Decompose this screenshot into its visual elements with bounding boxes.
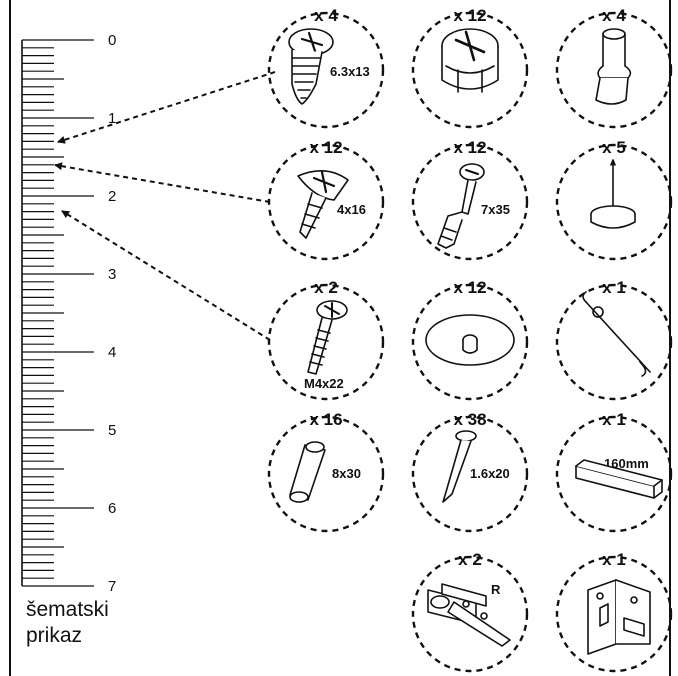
hinge-quantity: x 2 (458, 550, 482, 569)
cover-cap-icon (425, 314, 515, 366)
wooden-dowel-frame (267, 415, 385, 533)
ruler-caption-line1: šematski (26, 598, 109, 621)
chipboard-screw-size: 6.3x13 (330, 64, 370, 79)
ruler-label-6: 6 (108, 500, 116, 517)
chipboard-screw-icon (288, 28, 334, 105)
wood-screw-size: 4x16 (337, 202, 366, 217)
nail-glide-quantity: x 5 (602, 138, 626, 157)
arrow-to-machine-screw (61, 210, 271, 341)
handle-profile-frame (555, 415, 673, 533)
ruler-label-5: 5 (108, 422, 116, 439)
cam-bolt-icon (437, 163, 485, 249)
nail-icon (442, 430, 477, 503)
shelf-support-pin-quantity: x 4 (602, 6, 626, 25)
corner-bracket-icon (587, 579, 651, 655)
size-arrows (54, 71, 276, 341)
hinge-size: R (491, 582, 501, 597)
nail-frame (411, 415, 529, 533)
nail-quantity: x 38 (453, 410, 486, 429)
chipboard-screw-quantity: x 4 (314, 6, 338, 25)
ruler-label-4: 4 (108, 344, 116, 361)
wire-hook-quantity: x 1 (602, 278, 626, 297)
machine-screw-quantity: x 2 (314, 278, 338, 297)
chipboard-screw-frame (267, 11, 385, 129)
wooden-dowel-quantity: x 16 (309, 410, 342, 429)
wood-screw-frame (267, 143, 385, 261)
machine-screw-size: M4x22 (304, 376, 344, 391)
cam-bolt-quantity: x 12 (453, 138, 486, 157)
parts-grid: x 4 6.3x13 x 12 x 4 x 12 4x16 x 12 7x35 x 5 x 2 M4… (267, 6, 673, 673)
ruler-label-3: 3 (108, 266, 116, 283)
part-drawings (288, 28, 663, 655)
ruler-label-1: 1 (108, 110, 116, 127)
ruler-label-0: 0 (108, 32, 116, 49)
machine-screw-icon (307, 300, 348, 375)
cam-lock-icon (441, 28, 499, 93)
corner-bracket-frame (555, 555, 673, 673)
corner-bracket-quantity: x 1 (602, 550, 626, 569)
measuring-ruler: 0 1 2 3 4 5 6 7 (21, 32, 116, 595)
cam-lock-quantity: x 12 (453, 6, 486, 25)
hinge-frame (411, 555, 529, 673)
arrow-to-wood-screw (54, 162, 271, 203)
cam-bolt-frame (411, 143, 529, 261)
wood-screw-quantity: x 12 (309, 138, 342, 157)
ruler-label-7: 7 (108, 578, 116, 595)
wire-hook-icon (582, 291, 651, 377)
cam-lock-frame (411, 11, 529, 129)
handle-profile-icon (575, 459, 663, 499)
handle-profile-quantity: x 1 (602, 410, 626, 429)
machine-screw-frame (267, 283, 385, 401)
cover-cap-quantity: x 12 (453, 278, 486, 297)
ruler-caption-line2: prikaz (26, 624, 83, 647)
wooden-dowel-size: 8x30 (332, 466, 361, 481)
nail-size: 1.6x20 (470, 466, 510, 481)
shelf-support-pin-frame (555, 11, 673, 129)
cam-bolt-size: 7x35 (481, 202, 510, 217)
wooden-dowel-icon (289, 441, 326, 503)
cover-cap-frame (411, 283, 529, 401)
nail-glide-frame (555, 143, 673, 261)
nail-glide-icon (590, 159, 636, 229)
wood-screw-icon (297, 170, 349, 239)
arrow-to-chipboard-screw (57, 71, 276, 144)
hinge-icon (427, 583, 511, 647)
wire-hook-frame (555, 283, 673, 401)
shelf-support-pin-icon (595, 28, 632, 105)
ruler-label-2: 2 (108, 188, 116, 205)
